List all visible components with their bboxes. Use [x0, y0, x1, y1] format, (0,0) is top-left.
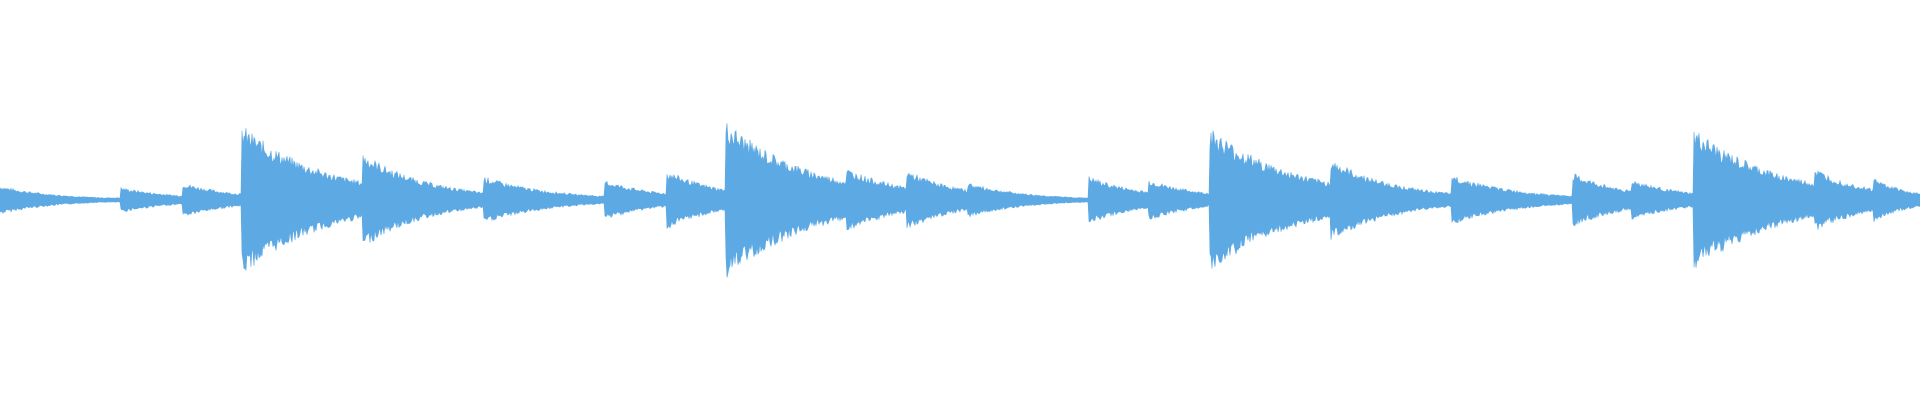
waveform-envelope: [0, 123, 1920, 278]
